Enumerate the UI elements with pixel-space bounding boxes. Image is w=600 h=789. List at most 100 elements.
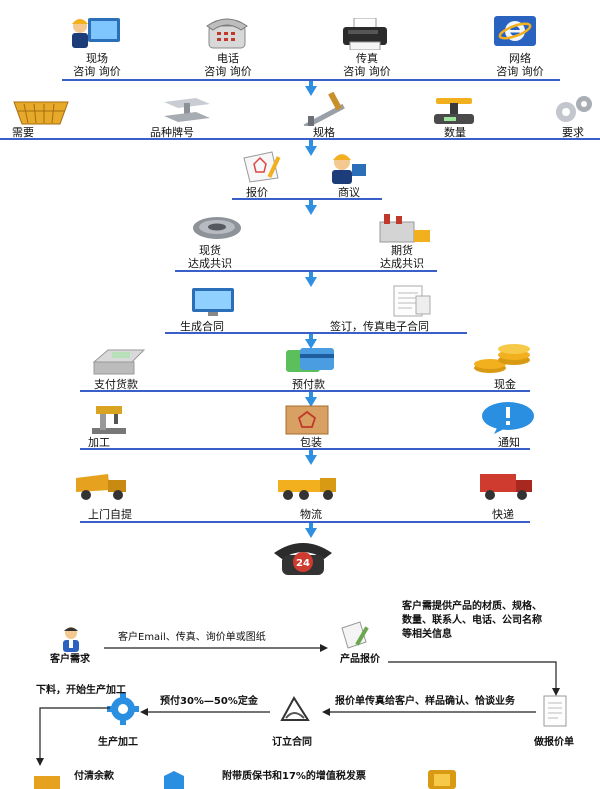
divider-line (175, 270, 437, 272)
prepay-deposit-label: 预付30%—50%定金 (160, 696, 258, 707)
divider-line (232, 198, 382, 200)
flow-arrow-stem (309, 334, 313, 339)
gold-package-icon (428, 770, 456, 789)
logistics-label: 物流 (300, 508, 322, 521)
package-box-icon (285, 405, 329, 435)
telephone-icon (206, 18, 248, 49)
monitor-icon (192, 288, 234, 316)
notify-label: 通知 (498, 436, 520, 449)
credit-cards-icon (286, 348, 334, 372)
processing-label: 加工 (88, 436, 110, 449)
spec-label: 规格 (313, 126, 335, 139)
futures-consensus-label: 期货达成共识 (380, 244, 424, 270)
quote-document-icon (543, 695, 567, 727)
steel-beam-icon (164, 98, 210, 122)
production-gear-icon (107, 693, 139, 725)
flow-arrow-icon (305, 339, 317, 349)
attach-certificate-label: 附带质保书和17%的增值税发票 (222, 771, 366, 782)
flow-arrow-stem (309, 272, 313, 277)
self-pickup-label: 上门自提 (88, 508, 132, 521)
flow-arrow-stem (309, 392, 313, 397)
flow-arrow-stem (309, 200, 313, 205)
divider-line (80, 390, 530, 392)
coil-icon (193, 217, 241, 239)
requirement-label: 要求 (562, 126, 584, 139)
logistics-truck-icon (278, 478, 336, 500)
flow-arrow-left (322, 708, 536, 716)
drill-press-icon (92, 406, 126, 434)
flow-arrow-icon (305, 455, 317, 465)
channel-fax-label: 传真咨询 询价 (343, 52, 391, 78)
product-quote-label: 产品报价 (340, 654, 380, 665)
negotiate-label: 商议 (338, 186, 360, 199)
flow-arrow-icon (305, 205, 317, 215)
flow-arrow-down (36, 707, 110, 766)
start-production-label: 下料，开始生产加工 (36, 685, 126, 696)
flow-arrow-stem (309, 450, 313, 455)
express-label: 快递 (492, 508, 514, 521)
worker-computer-icon (72, 18, 120, 48)
channel-onsite-label: 现场咨询 询价 (73, 52, 121, 78)
flow-arrow-right (104, 644, 328, 652)
gears-icon (556, 96, 592, 122)
contract-document-icon (393, 285, 431, 317)
sign-fax-contract-label: 签订，传真电子合同 (330, 320, 429, 333)
negotiation-person-icon (332, 154, 366, 184)
divider-line (0, 138, 600, 140)
flow-arrow-icon (305, 528, 317, 538)
generate-contract-label: 生成合同 (180, 320, 224, 333)
blue-cube-icon (164, 771, 184, 789)
customer-person-icon (63, 627, 79, 652)
notification-bubble-icon (482, 402, 534, 434)
caliper-icon (303, 92, 345, 126)
sign-contract-label: 订立合同 (272, 737, 312, 748)
watermark (70, 80, 84, 115)
express-truck-icon (480, 474, 532, 500)
prepayment-label: 预付款 (292, 378, 325, 391)
shopping-basket-icon (13, 101, 69, 125)
internet-explorer-icon (494, 16, 536, 46)
flow-arrow-icon (305, 86, 317, 96)
quote-send-label: 报价单传真给客户、样品确认、恰谈业务 (335, 696, 515, 707)
channel-phone-label: 电话咨询 询价 (204, 52, 252, 78)
make-quote-label: 做报价单 (534, 737, 574, 748)
flow-arrow-left (140, 708, 270, 716)
customer-need-label: 客户需求 (50, 654, 90, 665)
need-label: 需要 (12, 126, 34, 139)
spot-consensus-label: 现货达成共识 (188, 244, 232, 270)
product-quote-icon (341, 621, 369, 649)
pay-balance-label: 付清余款 (74, 771, 114, 782)
factory-icon (379, 214, 430, 243)
grade-label: 品种牌号 (150, 126, 194, 139)
quote-sheet-icon (243, 151, 281, 183)
channel-web-label: 网络咨询 询价 (496, 52, 544, 78)
flow-arrow-stem (309, 140, 313, 146)
divider-line (80, 448, 530, 450)
quote-label: 报价 (246, 186, 268, 199)
flow-arrow-stem (309, 81, 313, 86)
phone-24h-badge: 24 (296, 558, 310, 569)
provide-info-text: 客户需提供产品的材质、规格、 数量、联系人、电话、公司名称 等相关信息 (402, 601, 542, 640)
flow-arrow-icon (305, 277, 317, 287)
divider-line (80, 521, 530, 523)
production-label: 生产加工 (98, 737, 138, 748)
divider-line (165, 332, 467, 334)
sign-contract-icon (280, 696, 310, 721)
scale-icon (434, 98, 474, 124)
fax-machine-icon (343, 18, 387, 50)
flow-arrow-down (388, 661, 560, 696)
send-message-label: 客户Email、传真、询价单或图纸 (118, 632, 266, 643)
packaging-label: 包装 (300, 436, 322, 449)
cash-label: 现金 (494, 378, 516, 391)
flow-arrow-icon (305, 397, 317, 407)
cash-register-icon (92, 349, 146, 375)
flow-arrow-stem (309, 523, 313, 528)
phone-24h-icon: 24 (274, 543, 332, 575)
gold-bars-icon (34, 776, 60, 789)
divider-line (62, 79, 560, 81)
flow-arrow-icon (305, 146, 317, 156)
quantity-label: 数量 (444, 126, 466, 139)
dump-truck-icon (76, 474, 126, 500)
gold-coins-icon (474, 344, 530, 373)
pay-goods-label: 支付货款 (94, 378, 138, 391)
